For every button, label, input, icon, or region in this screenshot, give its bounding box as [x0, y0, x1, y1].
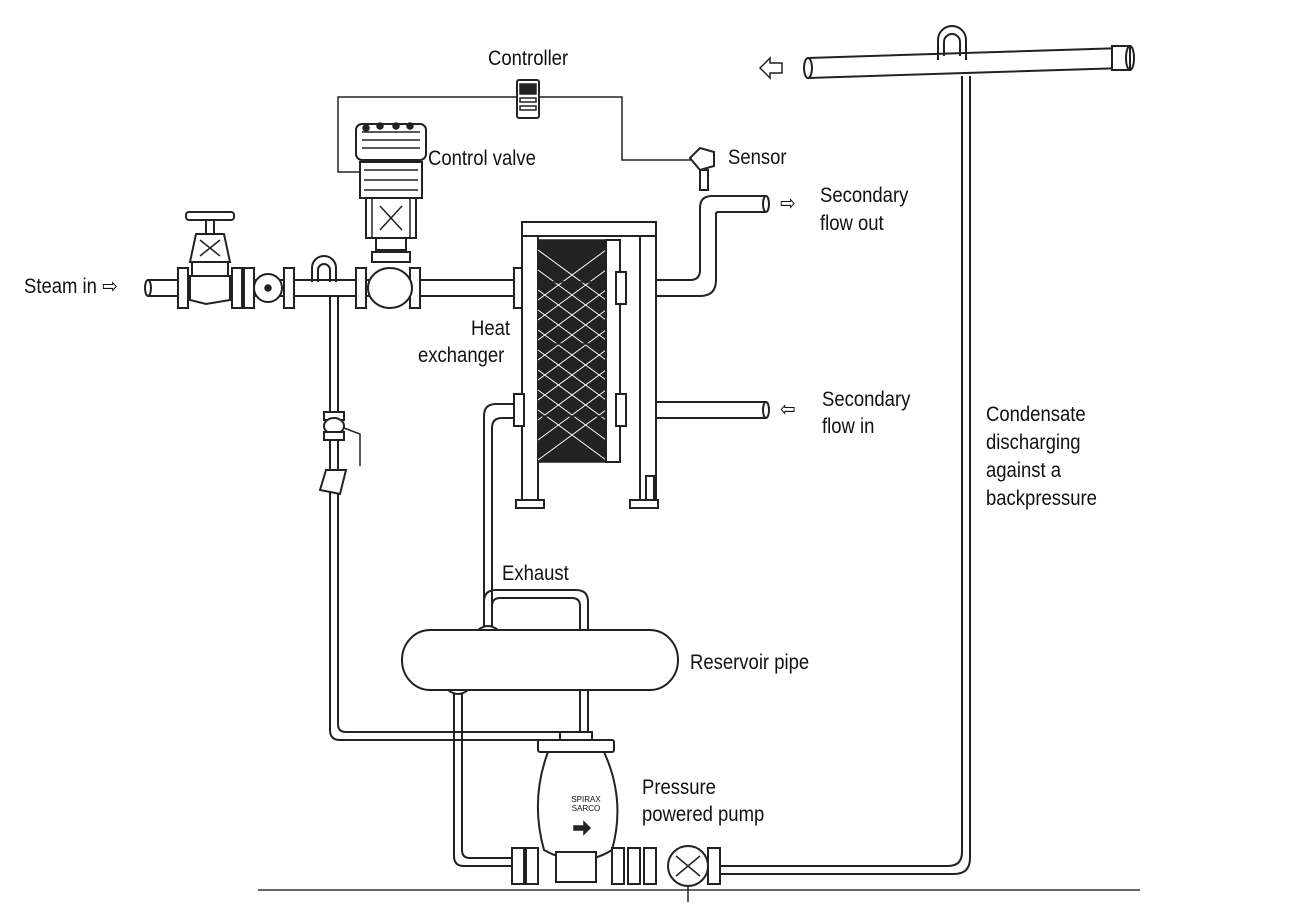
secondary-flow-in-label-1: Secondary — [822, 388, 911, 411]
steam-supply-pipe — [144, 255, 525, 309]
pump-brand-line-2: SARCO — [571, 804, 601, 813]
return-arrow-icon — [758, 56, 783, 80]
exchanger-condensate-pipe — [483, 403, 514, 624]
condensate-label-2: discharging — [986, 431, 1081, 454]
heat-exchanger-icon — [515, 221, 659, 509]
return-arrow-icon: ⇦ — [780, 397, 796, 421]
condensate-label-3: against a — [986, 459, 1062, 482]
motive-valve-icon — [318, 411, 361, 496]
pump-brand-line-1: SPIRAX — [571, 795, 601, 804]
secondary-out-pipe — [656, 195, 766, 297]
secondary-flow-out-label-1: Secondary — [820, 184, 909, 207]
control-valve-label: Control valve — [428, 147, 536, 170]
reservoir-outlet-pipe — [453, 694, 512, 867]
flow-arrow-icon: ⇨ — [780, 191, 796, 215]
steam-in-text: Steam in — [24, 275, 97, 298]
exhaust-pipe — [483, 589, 589, 740]
controller-icon — [516, 79, 540, 119]
sensor-icon — [688, 146, 715, 191]
controller-label: Controller — [488, 47, 569, 70]
steam-in-label: Steam in ⇨ — [24, 273, 118, 300]
motive-steam-pipe — [329, 296, 566, 741]
pump-label-1: Pressure — [642, 776, 716, 799]
secondary-flow-in-arrow: ⇦ — [780, 396, 795, 423]
reservoir-pipe-label: Reservoir pipe — [690, 651, 810, 674]
secondary-flow-out-label-2: flow out — [820, 212, 884, 235]
flow-arrow-icon: ⇨ — [102, 274, 118, 298]
signal-wire — [337, 96, 700, 173]
pressure-powered-pump-icon — [511, 731, 721, 902]
pump-label-2: powered pump — [642, 803, 765, 826]
isolation-valve-icon — [185, 211, 235, 277]
control-valve-icon — [355, 122, 427, 309]
condensate-riser-pipe — [720, 76, 971, 875]
secondary-in-pipe — [656, 401, 766, 419]
condensate-label-4: backpressure — [986, 487, 1097, 510]
heat-exchanger-label-1: Heat — [471, 317, 511, 340]
exhaust-label: Exhaust — [502, 562, 569, 585]
heat-exchanger-label-2: exchanger — [418, 344, 505, 367]
secondary-flow-out-arrow: ⇨ — [780, 190, 795, 217]
sensor-label: Sensor — [728, 146, 787, 169]
condensate-label-1: Condensate — [986, 403, 1086, 426]
reservoir-pipe-icon — [401, 625, 679, 695]
condensate-return-pipe — [803, 25, 1135, 79]
pump-brand-label: SPIRAX SARCO — [560, 795, 612, 813]
secondary-flow-in-label-2: flow in — [822, 415, 875, 438]
